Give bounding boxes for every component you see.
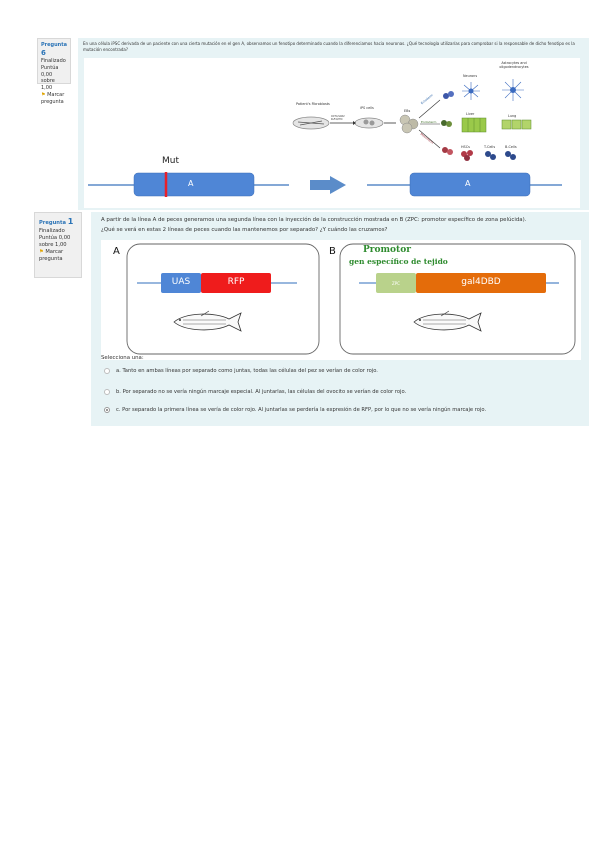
label-ebs: EBs: [404, 109, 411, 113]
label-ips-cells: iPS cells: [360, 106, 374, 110]
radio-option-b[interactable]: [104, 389, 110, 395]
label-astrocytes: Astrocytes and oligodendrocytes: [499, 61, 529, 69]
zpc-label: ZPC: [392, 281, 400, 286]
label-patients-fibroblasts: Patient's Fibroblasts: [296, 102, 330, 106]
answer-option-b[interactable]: b. Por separado no se vería ningún marca…: [104, 389, 406, 395]
question-info-q1: Pregunta 1 Finalizado Puntúa 0,00 sobre …: [34, 212, 82, 278]
flag-label: Marcar pregunta: [41, 91, 65, 105]
label-lung: Lung: [508, 114, 517, 118]
uas-label: UAS: [171, 277, 191, 287]
promotor-label-line1: Promotor: [363, 245, 411, 255]
label-hscs: HSCs: [461, 145, 470, 149]
flag-label: Marcar pregunta: [39, 248, 64, 262]
question-label: Pregunta: [41, 42, 67, 48]
ipsc-diagram: [88, 79, 562, 197]
question-status: Finalizado: [39, 227, 65, 234]
flag-question[interactable]: ⚑ Marcar pregunta: [39, 249, 77, 263]
answer-option-a[interactable]: a. Tanto en ambas líneas por separado co…: [104, 368, 378, 374]
rfp-label: RFP: [227, 277, 245, 287]
mut-label: Mut: [162, 156, 179, 166]
label-bcells: B-Cells: [505, 145, 517, 149]
question-info-q6: Pregunta 6 Finalizado Puntúa 0,00 sobre …: [37, 38, 71, 105]
gene-a-left: A: [188, 179, 194, 188]
question-text-line2: ¿Qué se verá en estas 2 líneas de peces …: [101, 227, 388, 233]
question-number: Pregunta 6: [41, 42, 67, 58]
flag-question[interactable]: ⚑ Marcar pregunta: [41, 92, 67, 106]
flag-icon: ⚑: [41, 91, 46, 98]
question-status: Finalizado: [41, 58, 66, 65]
label-endoderm: Endoderm: [421, 120, 437, 124]
answer-option-c[interactable]: c. Por separado la primera línea se verí…: [104, 407, 486, 413]
panel-b-label: B: [329, 246, 336, 257]
select-prompt: Selecciona una:: [101, 355, 144, 361]
question-score: Puntúa 0,00 sobre 1,00: [39, 234, 71, 248]
label-liver: Liver: [466, 112, 475, 116]
question-label: Pregunta: [39, 220, 66, 226]
flag-icon: ⚑: [39, 248, 44, 255]
question-image: A B UAS RFP Promotor gen específico de t…: [101, 240, 581, 360]
label-factors: OCT4,SOX2 KLF4,MYC: [331, 115, 345, 121]
promotor-label-line2: gen específico de tejido: [349, 257, 448, 266]
question-text-line1: A partir de la línea A de peces generamo…: [101, 217, 527, 223]
answer-option-b-label: b. Por separado no se vería ningún marca…: [116, 389, 407, 395]
question-panel-q1: A partir de la línea A de peces generamo…: [91, 212, 589, 426]
construct-diagram: [126, 243, 576, 355]
label-neurons: Neurons: [463, 74, 478, 78]
zebrafish-a: [173, 310, 242, 332]
question-number-value: 6: [41, 48, 46, 57]
question-panel-q6: En una célula iPSC derivada de un pacien…: [78, 38, 589, 210]
question-image: Patient's Fibroblasts iPS cells OCT4,SOX…: [84, 58, 580, 208]
panel-a-label: A: [113, 246, 120, 257]
question-number: Pregunta 1: [39, 217, 77, 228]
label-tcells: T-Cells: [484, 145, 496, 149]
question-text: En una célula iPSC derivada de un pacien…: [83, 41, 575, 52]
answer-option-a-label: a. Tanto en ambas líneas por separado co…: [116, 368, 378, 374]
radio-option-a[interactable]: [104, 368, 110, 374]
question-score: Puntúa 0,00 sobre 1,00: [41, 64, 59, 92]
gene-a-right: A: [465, 179, 471, 188]
answer-option-c-label: c. Por separado la primera línea se verí…: [116, 407, 487, 413]
radio-option-c[interactable]: [104, 407, 110, 413]
question-number-value: 1: [67, 217, 74, 226]
gal4dbd-label: gal4DBD: [461, 277, 501, 287]
zebrafish-b: [413, 310, 482, 332]
